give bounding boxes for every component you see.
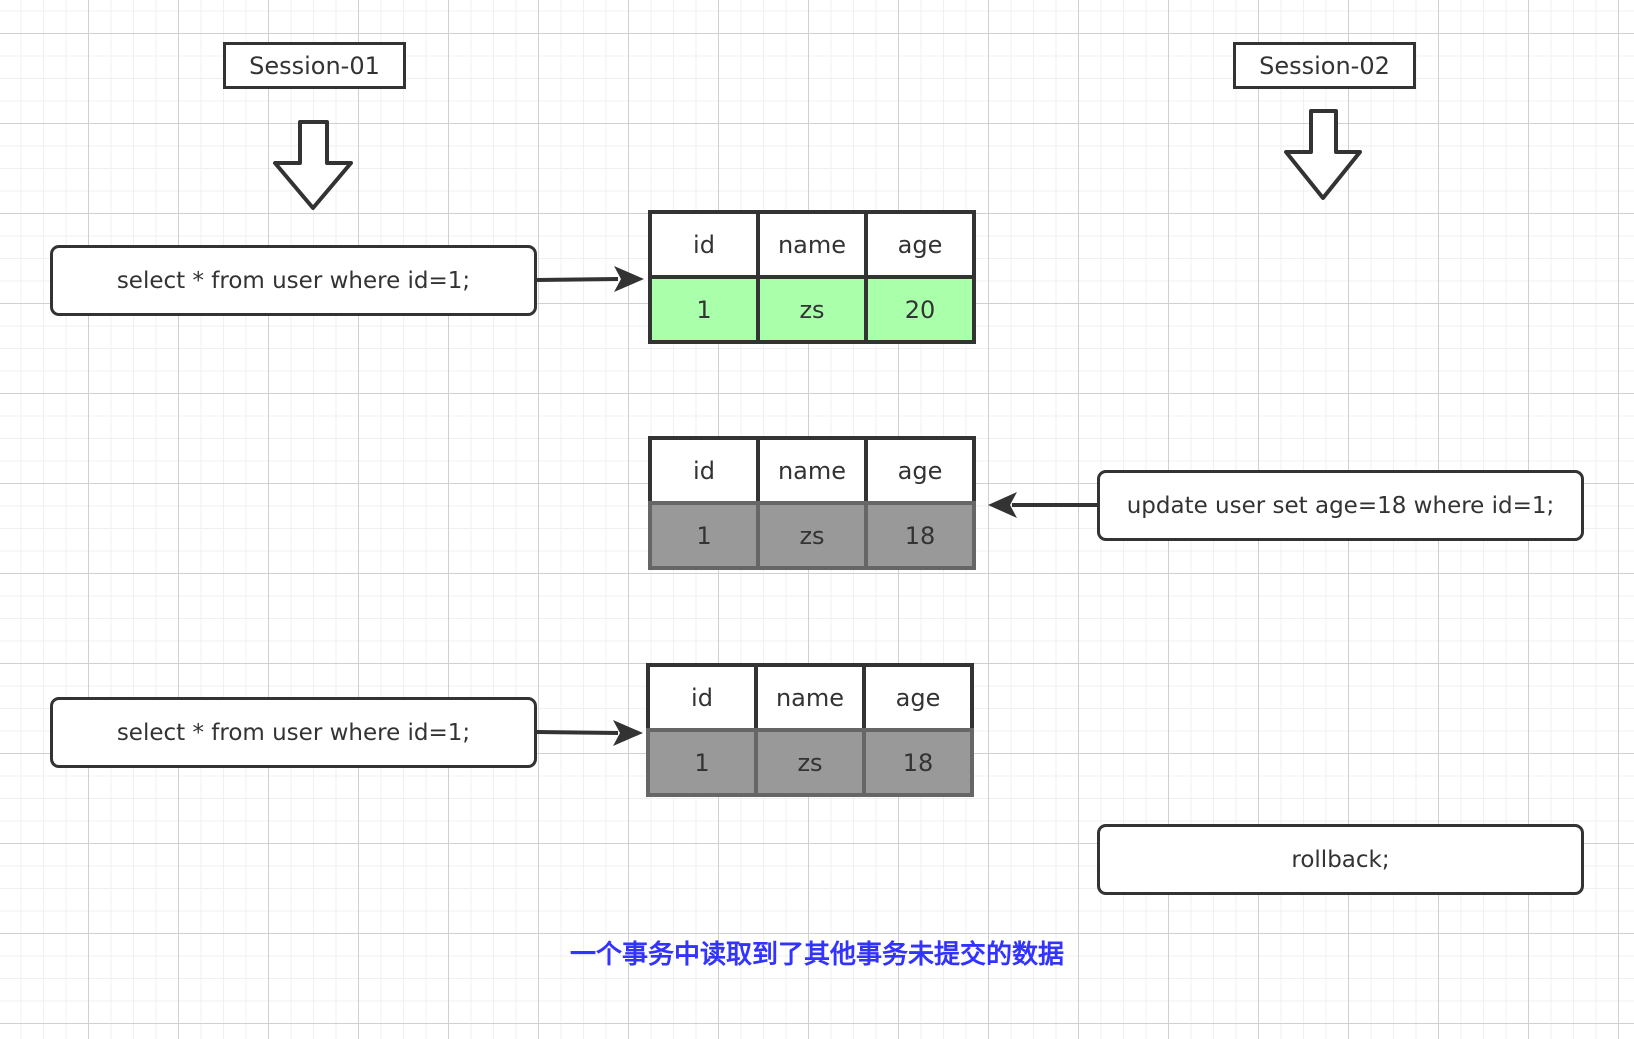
select-1-connector-line	[536, 277, 619, 282]
cell-name: zs	[754, 728, 866, 797]
diagram-caption: 一个事务中读取到了其他事务未提交的数据	[569, 940, 1064, 970]
user-table-committed: id name age 1 zs 20	[648, 210, 976, 344]
cell-age: 18	[864, 501, 976, 570]
header-cell-id: id	[648, 210, 760, 279]
cell-id: 1	[648, 275, 760, 344]
session-02-down-arrow-icon	[1284, 109, 1362, 200]
command-text: update user set age=18 where id=1;	[1126, 492, 1555, 519]
table-header-row: id name age	[648, 210, 976, 279]
select-2-connector-line	[536, 730, 619, 735]
cell-age: 18	[862, 728, 974, 797]
table-row: 1 zs 20	[648, 275, 976, 344]
header-cell-name: name	[756, 436, 868, 505]
header-cell-id: id	[648, 436, 760, 505]
header-cell-age: age	[862, 663, 974, 732]
cell-name: zs	[756, 275, 868, 344]
session-01-label: Session-01	[223, 42, 406, 89]
table-header-row: id name age	[646, 663, 974, 732]
header-cell-age: age	[864, 436, 976, 505]
cell-id: 1	[648, 501, 760, 570]
command-text: select * from user where id=1;	[116, 267, 471, 294]
arrowhead-right-icon	[613, 720, 643, 746]
session-01-select-command-1: select * from user where id=1;	[50, 245, 537, 316]
arrowhead-right-icon	[614, 266, 644, 292]
table-row: 1 zs 18	[646, 728, 974, 797]
header-cell-name: name	[756, 210, 868, 279]
session-01-select-command-2: select * from user where id=1;	[50, 697, 537, 768]
header-cell-age: age	[864, 210, 976, 279]
user-table-uncommitted-update: id name age 1 zs 18	[648, 436, 976, 570]
session-02-label: Session-02	[1233, 42, 1416, 89]
table-header-row: id name age	[648, 436, 976, 505]
session-01-text: Session-01	[249, 51, 380, 80]
arrowhead-left-icon	[988, 492, 1017, 518]
session-02-rollback-command: rollback;	[1097, 824, 1584, 895]
cell-age: 20	[864, 275, 976, 344]
session-02-update-command: update user set age=18 where id=1;	[1097, 470, 1584, 541]
user-table-dirty-read: id name age 1 zs 18	[646, 663, 974, 797]
table-row: 1 zs 18	[648, 501, 976, 570]
header-cell-name: name	[754, 663, 866, 732]
header-cell-id: id	[646, 663, 758, 732]
session-01-down-arrow-icon	[273, 120, 353, 210]
command-text: rollback;	[1291, 846, 1390, 873]
cell-id: 1	[646, 728, 758, 797]
session-02-text: Session-02	[1259, 51, 1390, 80]
cell-name: zs	[756, 501, 868, 570]
command-text: select * from user where id=1;	[116, 719, 471, 746]
